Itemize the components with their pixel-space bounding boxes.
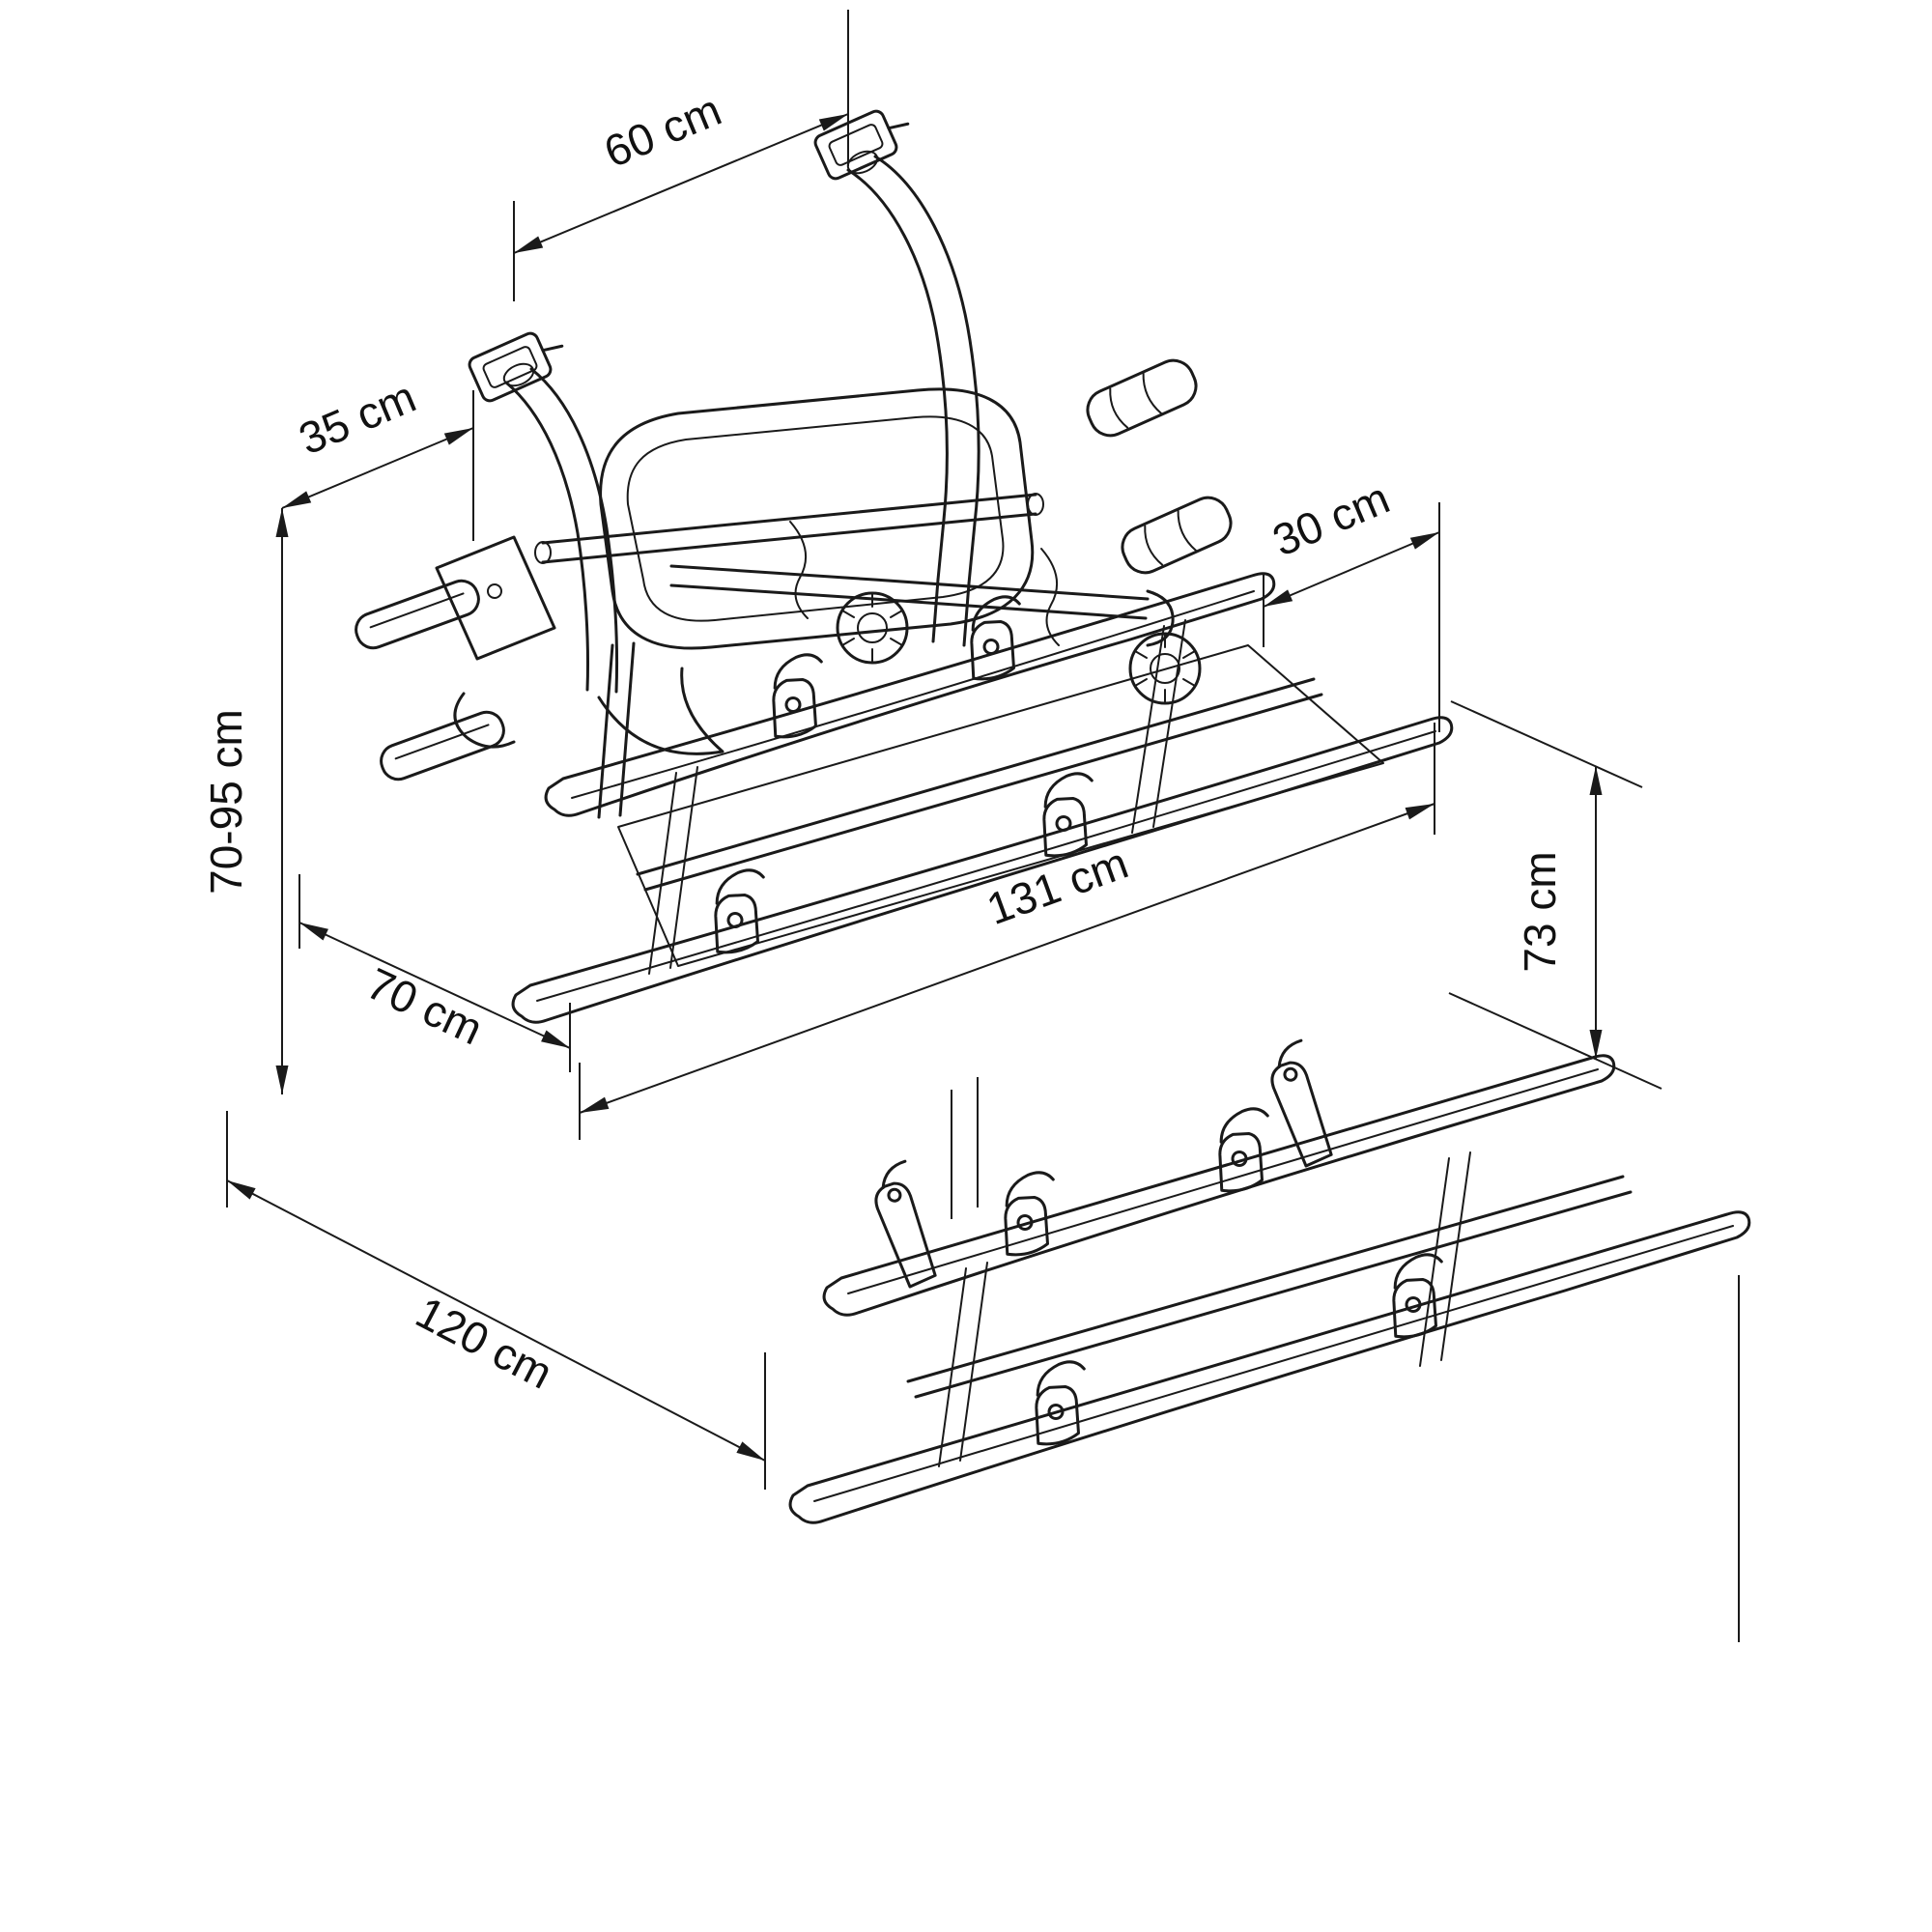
dimension-60cm: 60 cm xyxy=(513,10,849,301)
dim-label-rail-drop-height: 73 cm xyxy=(1515,851,1565,972)
loose-rail-tip-upper xyxy=(350,575,485,654)
dim-label-top-bracket-spacing: 60 cm xyxy=(597,84,728,177)
dim-label-rail-end-spacing: 30 cm xyxy=(1265,472,1397,566)
dim-label-carrier-depth: 70 cm xyxy=(359,957,491,1054)
dimension-70cm: 70 cm xyxy=(298,874,571,1072)
swing-arm xyxy=(669,521,1202,705)
dimension-35cm: 35 cm xyxy=(281,371,474,541)
loose-handle-lower xyxy=(1114,489,1239,582)
dim-label-carrier-width: 120 cm xyxy=(408,1287,560,1399)
dimension-30cm: 30 cm xyxy=(1263,472,1440,732)
wheel-clamp xyxy=(696,864,783,959)
strap-left xyxy=(789,521,809,619)
strap-right xyxy=(1040,548,1060,646)
support-arm-left xyxy=(502,362,618,694)
wall-bracket-right xyxy=(811,99,919,183)
loose-handle-upper xyxy=(1079,352,1205,444)
wheel-clamp xyxy=(753,648,841,744)
dim-label-mounting-height-range: 70-95 cm xyxy=(201,709,251,895)
dim-label-bracket-offset: 35 cm xyxy=(292,371,423,464)
detached-rail-front xyxy=(788,1210,1751,1524)
mounting-plate xyxy=(435,535,556,661)
detached-rail-assembly xyxy=(788,1037,1751,1524)
dimension-120cm: 120 cm xyxy=(226,1111,766,1490)
dimension-70-95cm: 70-95 cm xyxy=(201,508,289,1094)
extension-lines xyxy=(951,1077,1740,1642)
detached-rail-rear xyxy=(822,1054,1616,1317)
support-arm-right xyxy=(846,150,980,585)
main-frame xyxy=(453,387,1044,819)
dimension-73cm: 73 cm xyxy=(1448,700,1662,1090)
